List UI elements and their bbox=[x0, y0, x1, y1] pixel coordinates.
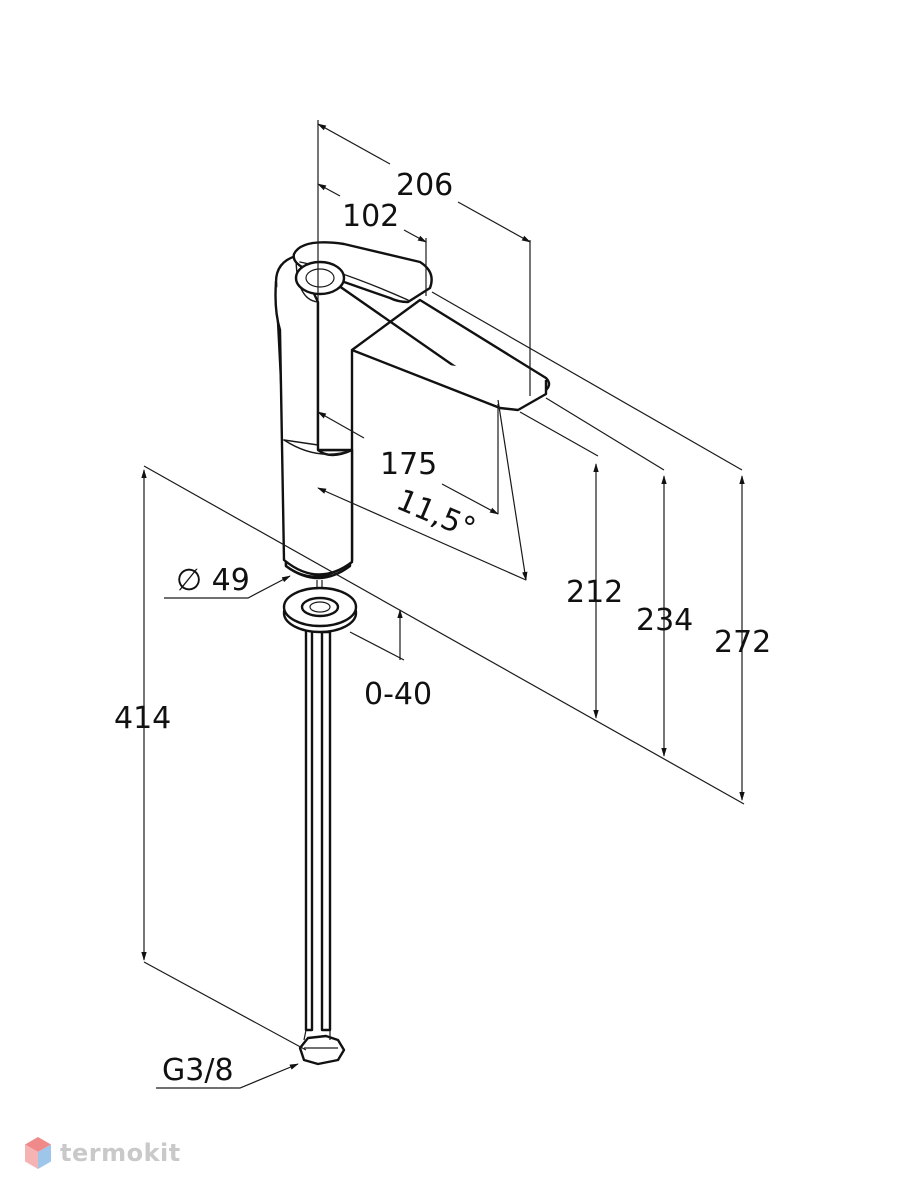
dim-spout-reach: 175 bbox=[380, 447, 437, 482]
dim-spout-height: 212 bbox=[566, 575, 623, 610]
dim-deck-thickness: 0-40 bbox=[364, 677, 432, 712]
dim-base-diameter: ∅ 49 bbox=[176, 563, 250, 598]
dim-hose-length: 414 bbox=[114, 701, 171, 736]
dimension-lines bbox=[141, 120, 745, 1089]
dim-overall-reach: 206 bbox=[396, 168, 453, 203]
faucet-body bbox=[274, 241, 551, 1066]
brand-watermark: termokit bbox=[24, 1136, 181, 1170]
dim-handle-reach: 102 bbox=[342, 199, 399, 234]
dim-total-height: 272 bbox=[714, 625, 771, 660]
connection-nut bbox=[298, 1029, 346, 1066]
lever-handle bbox=[292, 241, 433, 304]
dimension-labels: 206 102 175 11,5° ∅ 49 0-40 414 212 234 … bbox=[114, 168, 771, 1088]
dim-connection-thread: G3/8 bbox=[162, 1053, 234, 1088]
dim-outlet-height: 234 bbox=[636, 603, 693, 638]
brand-name: termokit bbox=[60, 1139, 181, 1167]
column-front bbox=[274, 281, 354, 576]
supply-hoses bbox=[304, 580, 332, 1032]
dim-spout-angle: 11,5° bbox=[391, 483, 480, 547]
hexagon-cube-icon bbox=[25, 1137, 51, 1169]
mounting-washer bbox=[282, 586, 358, 634]
